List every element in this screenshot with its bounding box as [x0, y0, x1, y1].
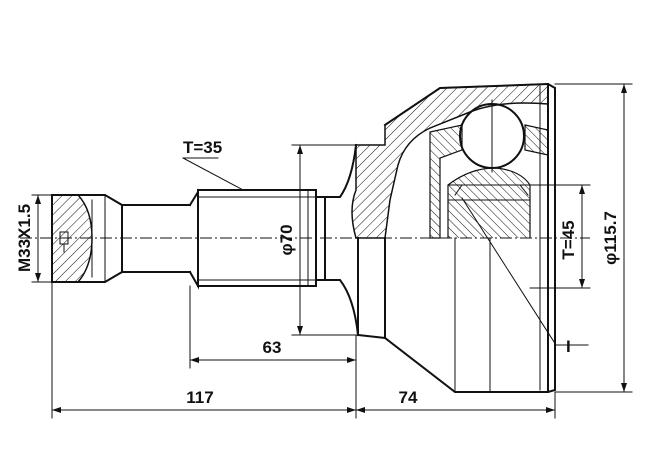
label-spline-outer: T=35: [183, 138, 222, 157]
label-length-right: 74: [399, 388, 418, 407]
neck: [324, 143, 360, 337]
dim-length-right: 74: [355, 388, 556, 419]
dim-spline-inner: T=45: [447, 184, 591, 289]
dim-thread: M33X1.5: [15, 194, 53, 283]
dim-length-stub: 63: [189, 285, 357, 369]
detail-leader: I: [461, 197, 589, 356]
shaft: [121, 188, 199, 290]
dim-outer-diameter: φ115.7: [554, 83, 633, 393]
label-length-stub: 63: [263, 338, 282, 357]
spline-stub: [197, 189, 326, 287]
label-length-left: 117: [186, 388, 213, 407]
label-detail-mark: I: [566, 337, 571, 356]
inner-race: [447, 167, 531, 238]
label-thread: M33X1.5: [15, 204, 34, 272]
dim-shaft-diameter: φ70: [277, 144, 359, 336]
label-spline-inner: T=45: [559, 220, 578, 259]
label-outer-diameter: φ115.7: [601, 211, 620, 265]
label-shaft-diameter: φ70: [277, 224, 296, 255]
dim-length-left: 117: [51, 281, 357, 419]
thread-section-hatch: [51, 194, 93, 283]
housing-section-hatch: [351, 83, 549, 239]
dim-spline-outer: T=35: [182, 138, 244, 191]
